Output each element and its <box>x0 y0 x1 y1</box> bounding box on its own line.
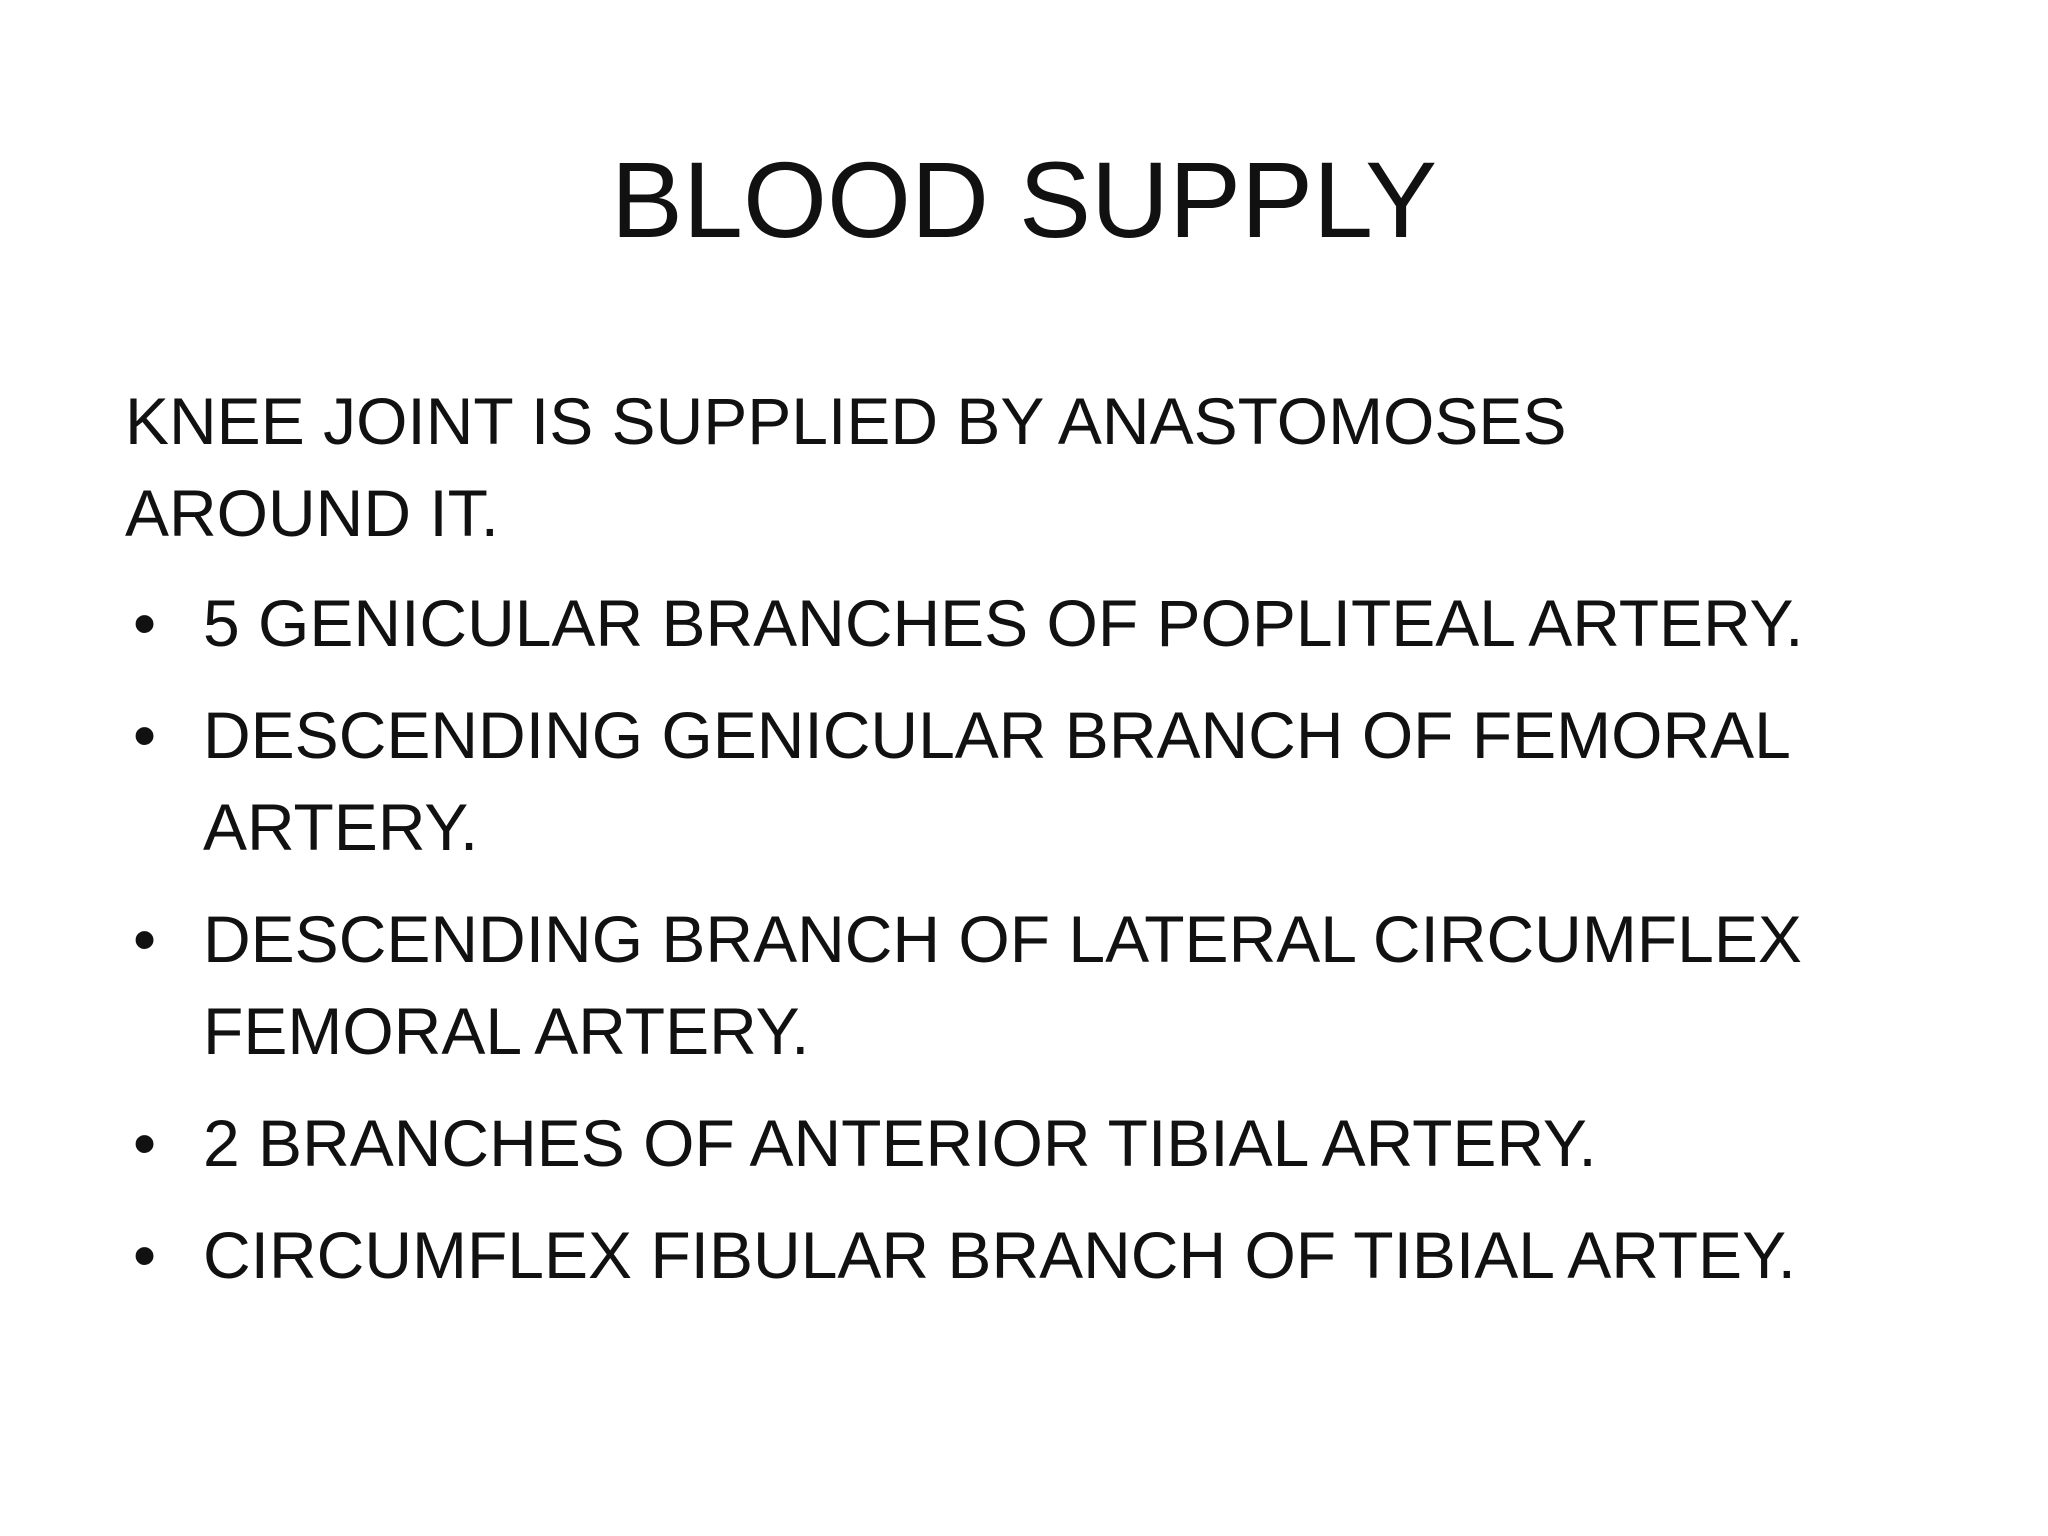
bullet-icon: • <box>133 698 157 772</box>
bullet-item: • CIRCUMFLEX FIBULAR BRANCH OF TIBIAL AR… <box>125 1209 1925 1301</box>
bullet-icon: • <box>133 1218 157 1292</box>
bullet-icon: • <box>133 586 157 660</box>
bullet-list: • 5 GENICULAR BRANCHES OF POPLITEAL ARTE… <box>125 577 1965 1301</box>
bullet-item: • 2 BRANCHES OF ANTERIOR TIBIAL ARTERY. <box>125 1097 1925 1189</box>
slide-body: KNEE JOINT IS SUPPLIED BY ANASTOMOSES AR… <box>125 375 1965 1321</box>
slide-title: BLOOD SUPPLY <box>610 139 1438 260</box>
bullet-item: • DESCENDING BRANCH OF LATERAL CIRCUMFLE… <box>125 893 1925 1077</box>
bullet-icon: • <box>133 1106 157 1180</box>
bullet-item: • 5 GENICULAR BRANCHES OF POPLITEAL ARTE… <box>125 577 1925 669</box>
bullet-text: CIRCUMFLEX FIBULAR BRANCH OF TIBIAL ARTE… <box>203 1218 1796 1292</box>
bullet-text: 2 BRANCHES OF ANTERIOR TIBIAL ARTERY. <box>203 1106 1597 1180</box>
bullet-icon: • <box>133 902 157 976</box>
intro-text: KNEE JOINT IS SUPPLIED BY ANASTOMOSES AR… <box>125 384 1567 550</box>
bullet-item: • DESCENDING GENICULAR BRANCH OF FEMORAL… <box>125 689 1925 873</box>
bullet-text: 5 GENICULAR BRANCHES OF POPLITEAL ARTERY… <box>203 586 1804 660</box>
bullet-text: DESCENDING BRANCH OF LATERAL CIRCUMFLEX … <box>203 902 1802 1068</box>
bullet-text: DESCENDING GENICULAR BRANCH OF FEMORAL A… <box>203 698 1789 864</box>
